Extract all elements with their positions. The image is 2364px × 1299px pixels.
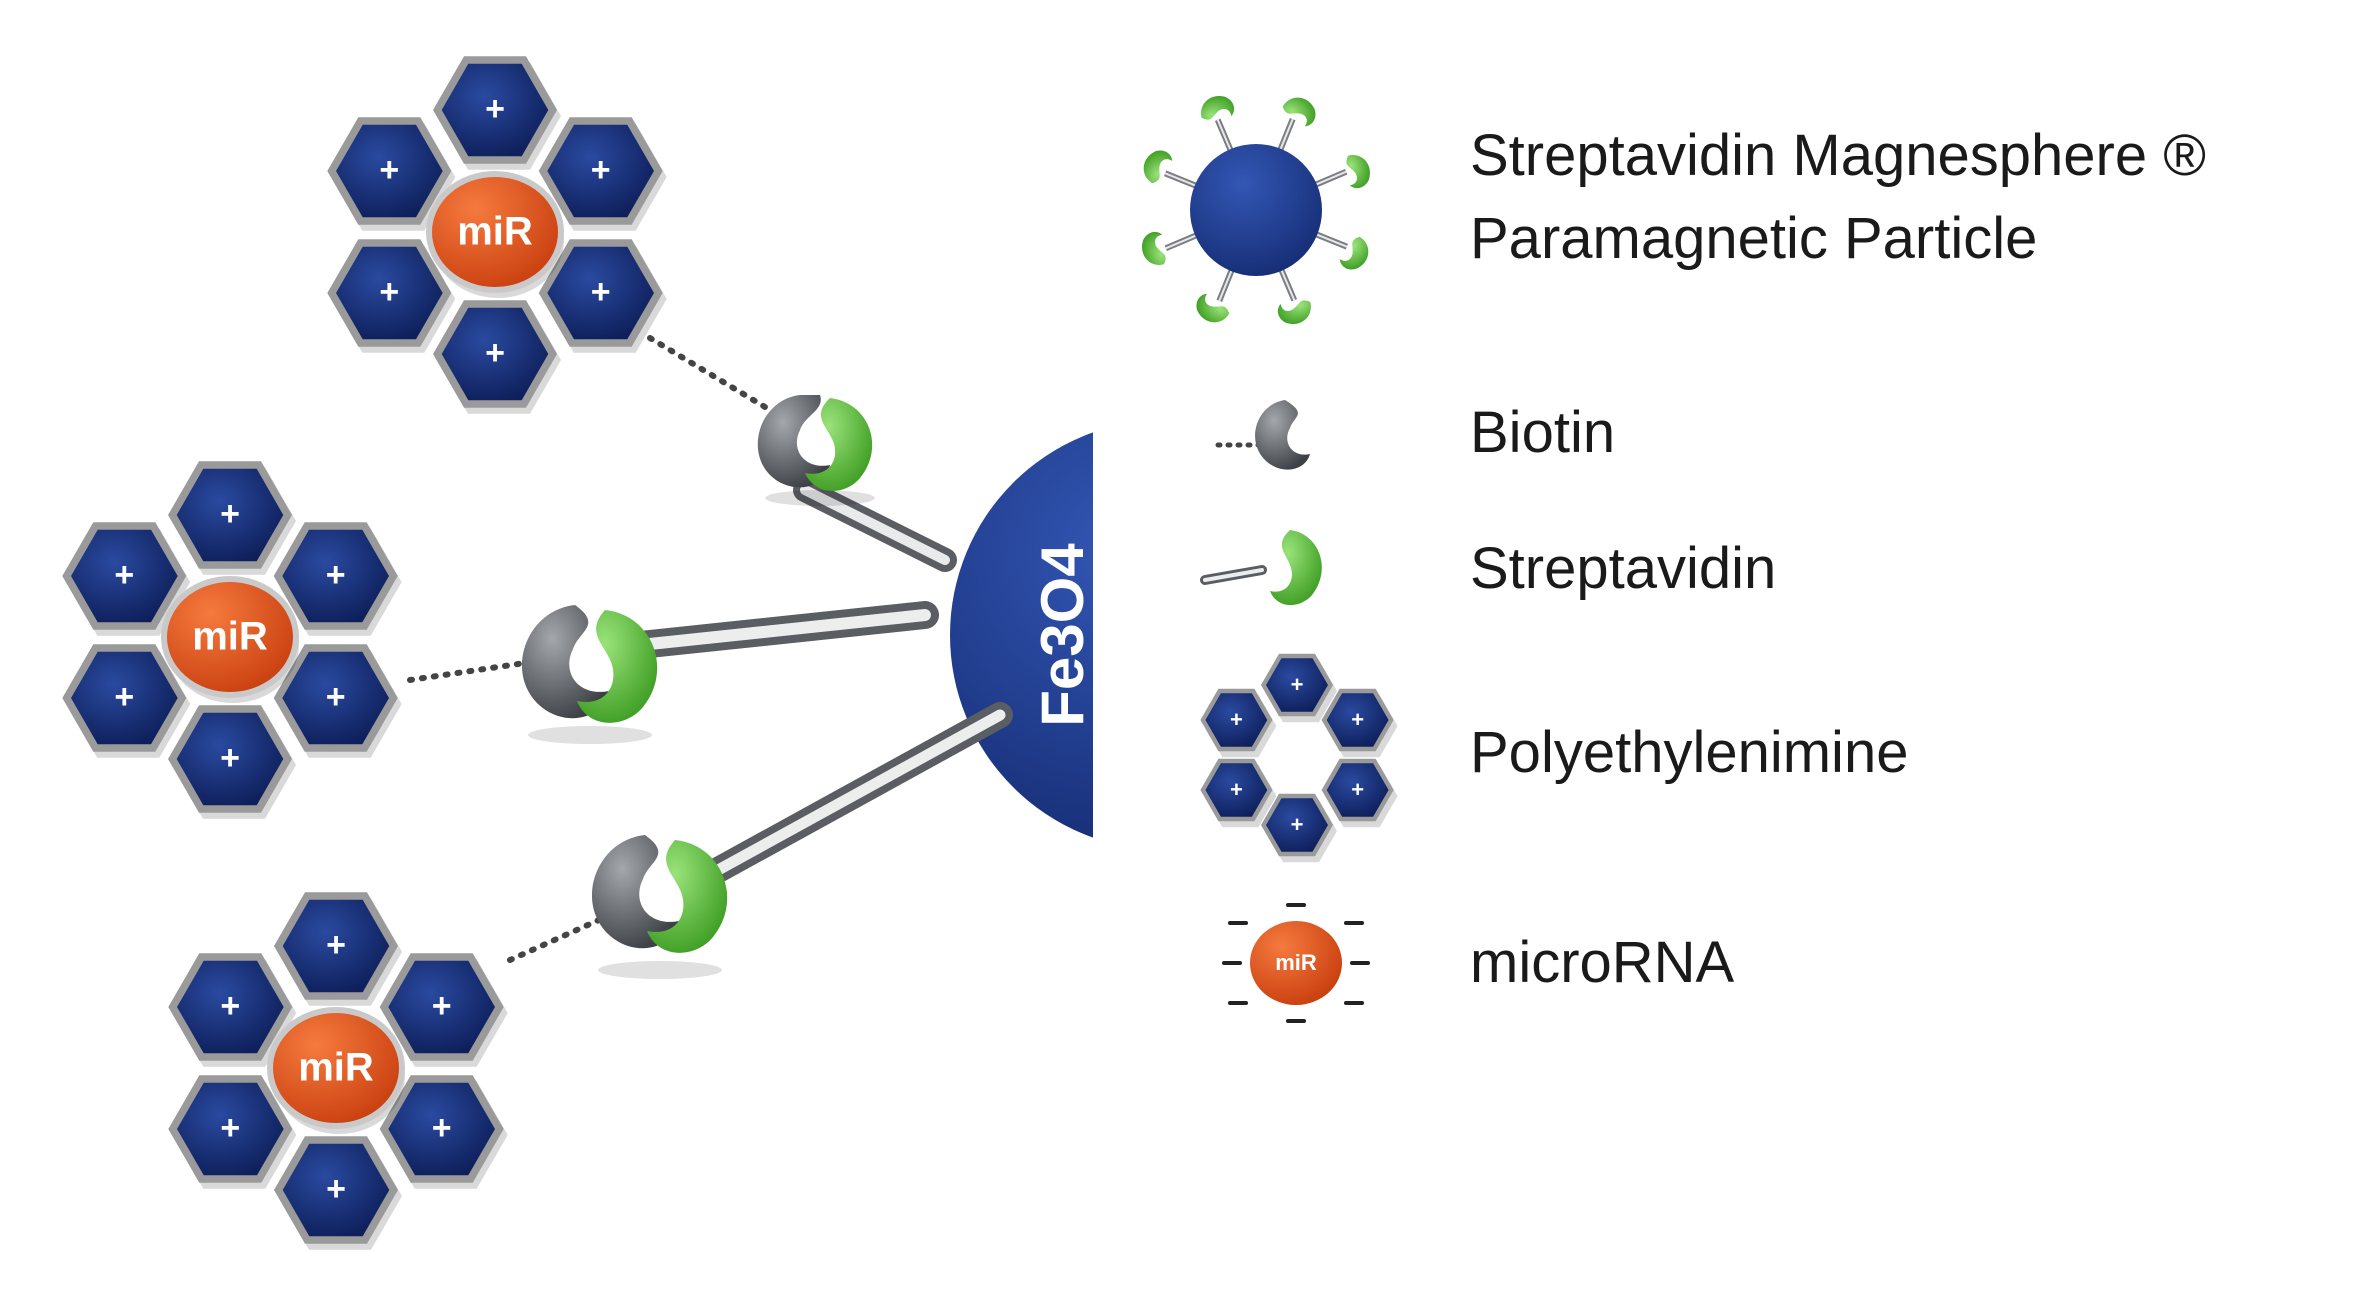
positive-charge-symbol: + [432,987,452,1025]
pei-hexagon: + [538,239,667,353]
biotin-icon [1215,400,1310,470]
positive-charge-symbol: + [379,151,399,189]
positive-charge-symbol: + [432,1109,452,1147]
positive-charge-symbol: + [220,495,240,533]
positive-charge-symbol: + [220,987,240,1025]
positive-charge-symbol: + [485,334,505,372]
biotin-streptavidin-pair-middle [521,605,658,744]
positive-charge-symbol: + [1230,707,1243,732]
positive-charge-symbol: + [114,678,134,716]
positive-charge-symbol: + [326,1170,346,1208]
legend: Streptavidin Magnesphere ® Paramagnetic … [1142,96,2206,1023]
streptavidin-icon [1200,530,1322,606]
pei-hexagon: + [433,300,561,414]
legend-streptavidin-label: Streptavidin [1470,536,1776,601]
positive-charge-symbol: + [379,273,399,311]
positive-charge-symbol: + [485,90,505,128]
pei-hexagon: + [379,1075,508,1189]
pei-hexagon: + [327,117,456,231]
positive-charge-symbol: + [1291,672,1304,697]
positive-charge-symbol: + [591,273,611,311]
pei-hexagon: + [538,117,667,231]
microrna-icon-label: miR [1275,950,1317,975]
positive-charge-symbol: + [220,1109,240,1147]
pei-hexagon: + [273,644,402,758]
pei-hexagon: + [1200,688,1277,758]
positive-charge-symbol: + [326,926,346,964]
positive-charge-symbol: + [1291,812,1304,837]
pei-hexagon: + [433,56,561,170]
pei-hexagon: + [274,1136,402,1250]
mirna-center-label: miR [457,210,533,254]
pei-mirna-complex: + + + + + + miR [327,56,667,414]
biotin-streptavidin-pair-top [757,395,875,506]
pei-hexagon: + [1261,793,1337,863]
pei-hexagon: + [168,461,296,575]
positive-charge-symbol: + [1351,707,1364,732]
fe3o4-core: Fe3O4 [950,432,1096,838]
microrna-icon: miR [1222,903,1370,1023]
pei-hexagon: + [1261,653,1337,723]
positive-charge-symbol: + [326,678,346,716]
positive-charge-symbol: + [1351,777,1364,802]
pei-hexagon: + [273,522,402,636]
legend-particle-line1: Streptavidin Magnesphere ® [1470,123,2206,188]
pei-hexagon: + [168,705,296,819]
pei-hexagon: + [274,892,402,1006]
positive-charge-symbol: + [220,739,240,777]
biotin-streptavidin-pair-bottom [591,835,728,979]
pei-hexagon: + [1321,688,1398,758]
legend-biotin-label: Biotin [1470,400,1615,465]
biotin-linkers [407,335,773,963]
streptavidin-rods [626,478,1013,893]
legend-pei-label: Polyethylenimine [1470,720,1908,785]
pei-mirna-complex: + + + + + + miR [168,892,508,1250]
legend-particle-line2: Paramagnetic Particle [1470,206,2037,271]
pei-hexagon: + [168,953,297,1067]
mirna-center-label: miR [298,1046,374,1090]
pei-mirna-complex: + + + + + + miR [62,461,402,819]
positive-charge-symbol: + [114,556,134,594]
pei-hexagon: + [379,953,508,1067]
pei-hexagon: + [62,522,191,636]
pei-mirna-complexes: + + + + + + miR + + + + + + miR + + + + + + miR [62,56,667,1250]
pei-hexagon: + [1200,758,1277,828]
pei-hexagon: + [327,239,456,353]
legend-microrna-label: microRNA [1470,930,1735,995]
pei-hexagon: + [62,644,191,758]
mirna-center-label: miR [192,615,268,659]
fe3o4-label: Fe3O4 [1029,543,1096,727]
positive-charge-symbol: + [326,556,346,594]
polyethylenimine-icon: + + + + + + [1200,653,1398,863]
positive-charge-symbol: + [1230,777,1243,802]
pei-hexagon: + [168,1075,297,1189]
streptavidin-particle-icon [1142,96,1370,324]
positive-charge-symbol: + [591,151,611,189]
pei-hexagon: + [1321,758,1398,828]
